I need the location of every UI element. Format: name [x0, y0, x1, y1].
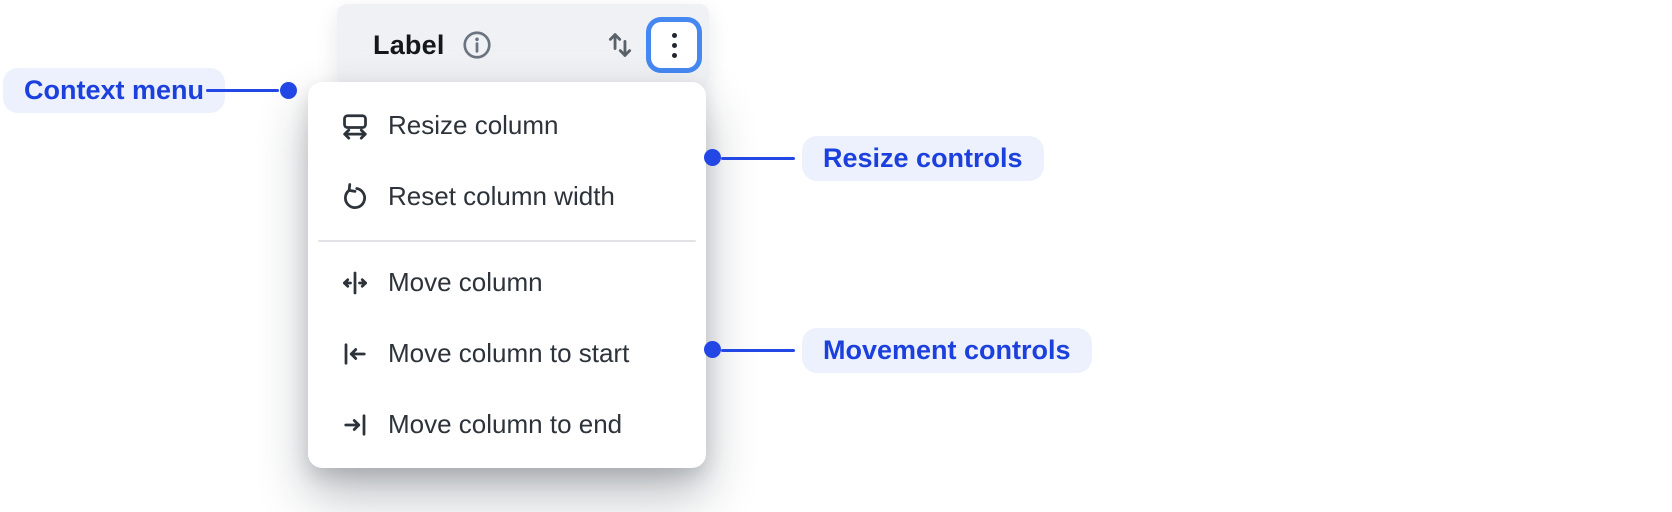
menu-item-label: Move column to end	[388, 409, 623, 439]
menu-item-move-column-to-start[interactable]: Move column to start	[308, 318, 706, 389]
arrow-to-start-icon	[340, 339, 370, 369]
annotation-resize-controls: Resize controls	[802, 136, 1044, 181]
more-vertical-icon[interactable]	[651, 22, 697, 68]
annotation-connector-line	[206, 89, 279, 92]
menu-item-label: Move column	[388, 267, 543, 297]
annotation-label: Resize controls	[823, 143, 1023, 173]
annotation-movement-controls: Movement controls	[802, 328, 1092, 373]
menu-item-label: Reset column width	[388, 181, 615, 211]
annotation-context-menu: Context menu	[3, 68, 226, 113]
menu-item-label: Move column to start	[388, 338, 630, 368]
arrow-to-end-icon	[340, 410, 370, 440]
sort-arrows-icon[interactable]	[603, 28, 637, 62]
menu-item-move-column[interactable]: Move column	[308, 247, 706, 318]
menu-divider	[318, 240, 696, 242]
column-context-menu: Resize column Reset column width Move co…	[308, 82, 706, 468]
column-header: Label	[337, 4, 709, 86]
menu-item-move-column-to-end[interactable]: Move column to end	[308, 389, 706, 460]
info-icon[interactable]	[461, 29, 493, 61]
annotation-connector-dot	[704, 149, 721, 166]
menu-item-reset-column-width[interactable]: Reset column width	[308, 161, 706, 232]
move-horizontal-icon	[340, 268, 370, 298]
annotation-label: Movement controls	[823, 335, 1071, 365]
annotation-connector-dot	[280, 82, 297, 99]
menu-item-resize-column[interactable]: Resize column	[308, 90, 706, 161]
resize-horizontal-icon	[340, 111, 370, 141]
annotation-label: Context menu	[24, 75, 205, 105]
column-header-label: Label	[373, 29, 445, 60]
annotation-connector-dot	[704, 341, 721, 358]
annotation-connector-line	[721, 157, 795, 160]
undo-icon	[340, 182, 370, 212]
menu-item-label: Resize column	[388, 110, 559, 140]
annotation-connector-line	[721, 349, 795, 352]
